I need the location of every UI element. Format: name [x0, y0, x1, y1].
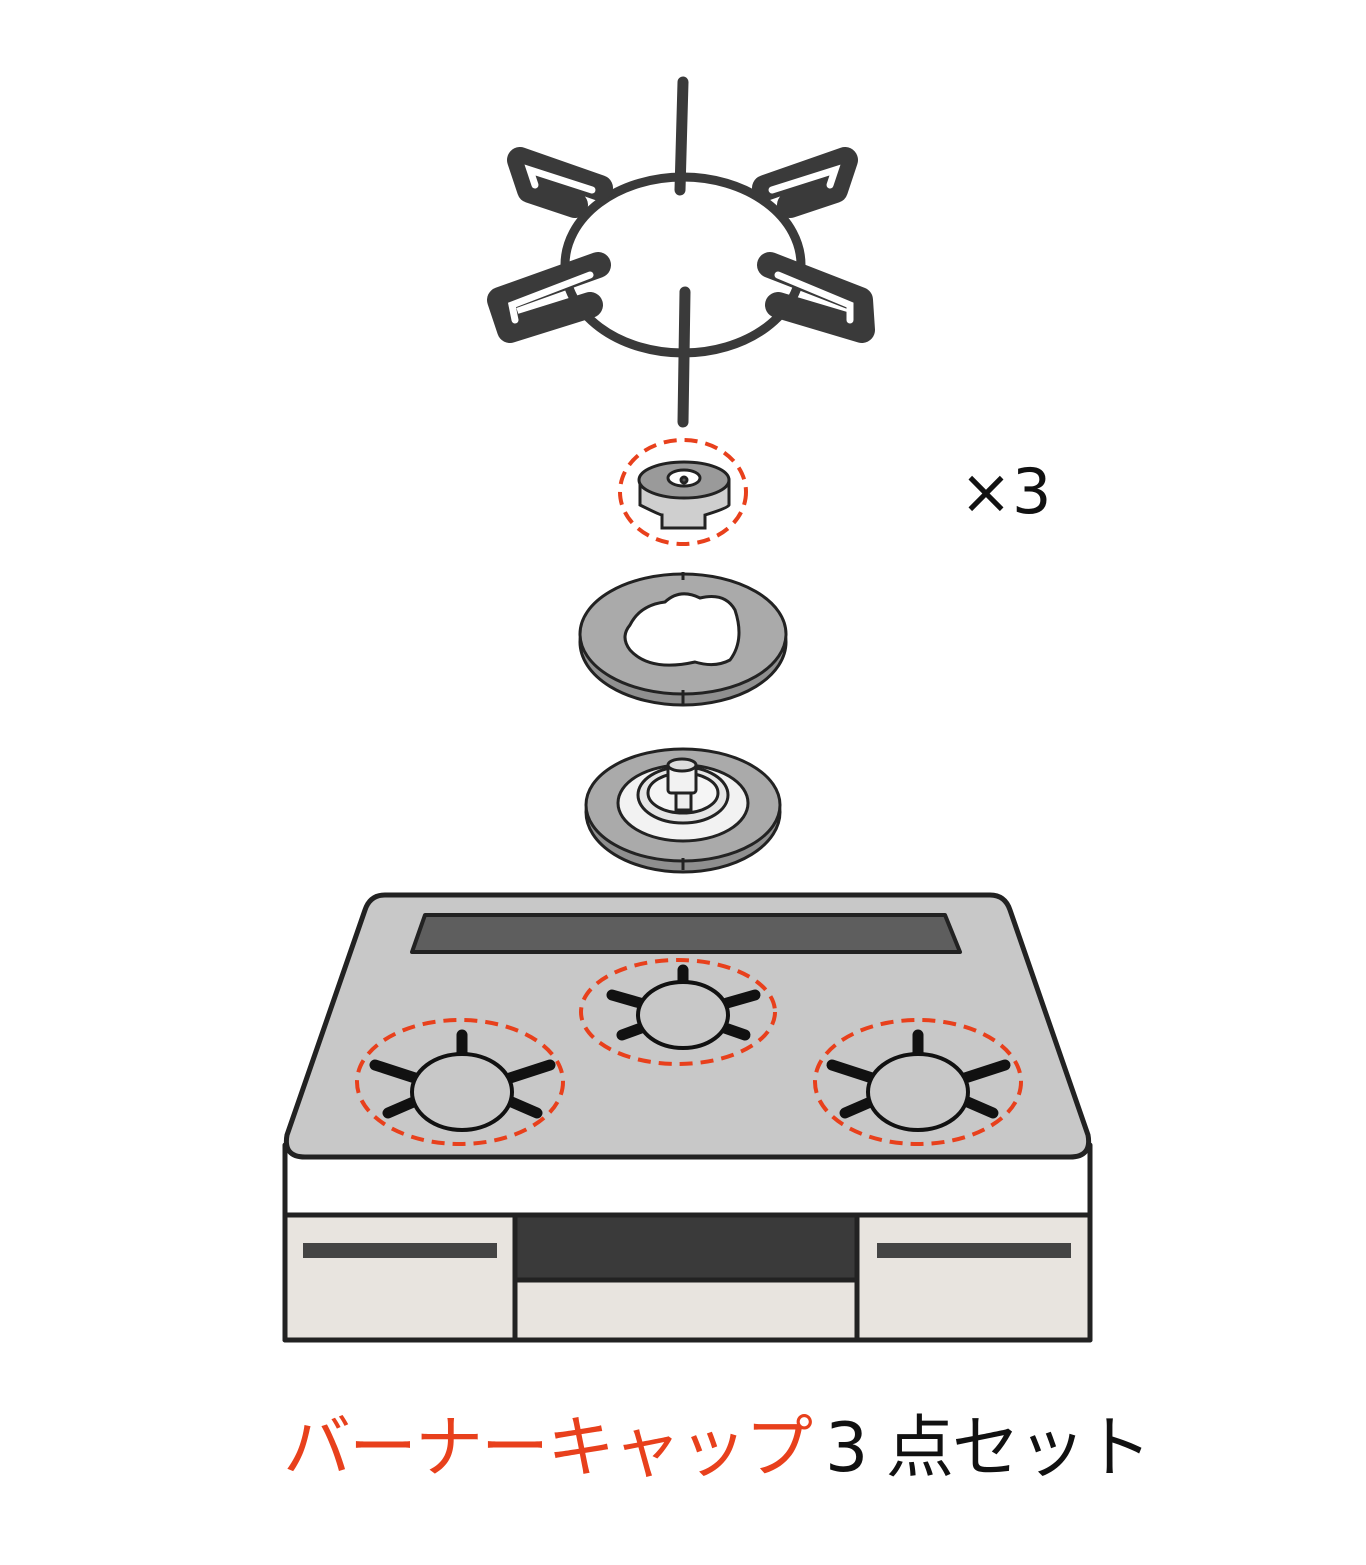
burner-base	[584, 747, 782, 874]
caption-rest: 3 点セット	[825, 1409, 1152, 1488]
highlight-circle-right	[813, 1018, 1023, 1146]
burner-ring-plate	[578, 572, 788, 707]
caption-highlight: バーナーキャップ	[283, 1409, 813, 1488]
highlight-circle-left	[355, 1018, 565, 1146]
burner-cap	[637, 460, 731, 530]
pot-grate	[487, 76, 875, 428]
stove-burner-left	[369, 1029, 556, 1132]
stove-burner-right	[826, 1029, 1011, 1132]
stove-burner-center	[606, 964, 761, 1050]
highlight-circle-cap	[618, 438, 748, 546]
highlight-circle-center	[579, 958, 777, 1066]
quantity-label: ×3	[960, 455, 1052, 528]
